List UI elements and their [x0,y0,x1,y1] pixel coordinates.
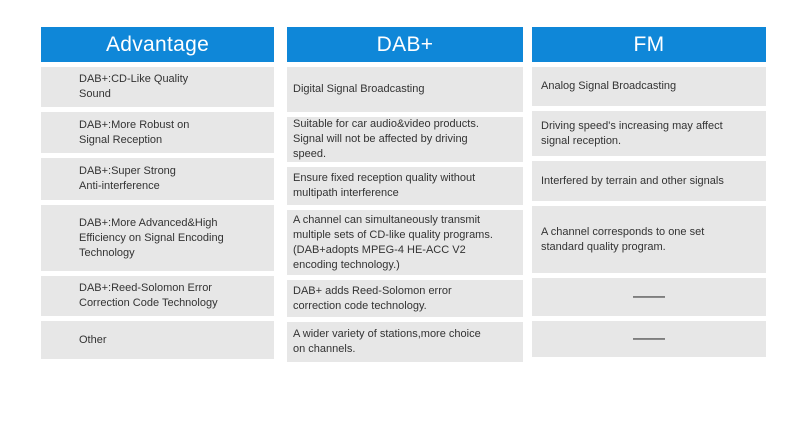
table-cell-dab-5: DAB+ adds Reed-Solomon error correction … [287,280,523,317]
table-cell-dab-4: A channel can simultaneously transmit mu… [287,210,523,275]
table-cell-fm-1: Analog Signal Broadcasting [532,67,766,106]
table-cell-fm-5-dash: —— [532,278,766,316]
table-cell-dab-2: Suitable for car audio&video products. S… [287,117,523,162]
table-cell-fm-2: Driving speed's increasing may affect si… [532,111,766,156]
table-cell-advantage-2: DAB+:More Robust on Signal Reception [41,112,274,153]
table-cell-dab-3: Ensure fixed reception quality without m… [287,167,523,205]
advantage-header: Advantage [41,27,274,62]
table-cell-dab-6: A wider variety of stations,more choice … [287,322,523,362]
table-cell-advantage-4: DAB+:More Advanced&High Efficiency on Si… [41,205,274,271]
table-cell-dab-1: Digital Signal Broadcasting [287,67,523,112]
fm-header: FM [532,27,766,62]
dab-header: DAB+ [287,27,523,62]
table-cell-fm-3: Interfered by terrain and other signals [532,161,766,201]
table-cell-fm-4: A channel corresponds to one set standar… [532,206,766,273]
advantage-column: Advantage DAB+:CD-Like Quality Sound DAB… [41,27,274,359]
table-cell-advantage-6: Other [41,321,274,359]
table-cell-advantage-1: DAB+:CD-Like Quality Sound [41,67,274,107]
table-cell-fm-6-dash: —— [532,321,766,357]
fm-column: FM Analog Signal Broadcasting Driving sp… [532,27,766,357]
dab-column: DAB+ Digital Signal Broadcasting Suitabl… [287,27,523,362]
table-cell-advantage-3: DAB+:Super Strong Anti-interference [41,158,274,200]
table-cell-advantage-5: DAB+:Reed-Solomon Error Correction Code … [41,276,274,316]
